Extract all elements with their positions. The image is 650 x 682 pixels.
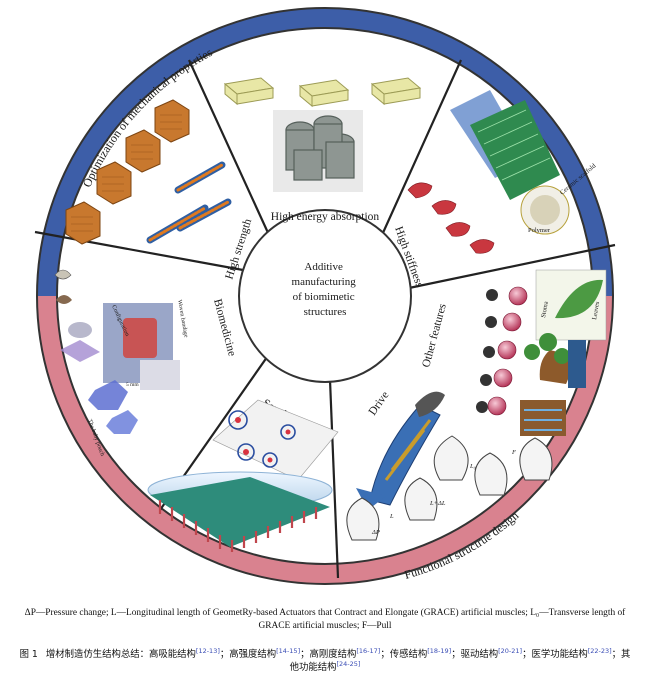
- citation[interactable]: [14-15]: [276, 646, 301, 655]
- citation[interactable]: [18-19]: [427, 646, 452, 655]
- segment-label-high-energy-absorption: High energy absorption: [271, 211, 380, 223]
- figure-caption-part: ；高强度结构: [219, 649, 277, 660]
- biomimetic-structures-diagram: Optimization of mechanical properties Fu…: [34, 7, 616, 585]
- citation[interactable]: [20-21]: [498, 646, 523, 655]
- figure-note: ΔP—Pressure change; L—Longitudinal lengt…: [18, 607, 632, 632]
- label-leaves: Leaves: [591, 301, 601, 321]
- biomedicine-illustration: Configuration Woven bandage The baby pou…: [54, 269, 189, 457]
- label-polymer: Polymer: [528, 227, 551, 234]
- figure-caption-title: 增材制造仿生结构总结：高吸能结构[12-13]；高强度结构[14-15]；高刚度…: [45, 646, 631, 673]
- figure-caption-part: 增材制造仿生结构总结：高吸能结构: [45, 649, 196, 660]
- center-circle: [238, 209, 412, 383]
- drive-label-l0: L₀: [469, 463, 476, 470]
- drive-label-dp: ΔP: [371, 529, 380, 536]
- high-strength-illustration: [65, 99, 232, 245]
- other-features-illustration: Stoma Leaves: [476, 269, 607, 436]
- figure-number: 图 1: [19, 649, 38, 660]
- figure-caption-part: ；其他功能结构: [289, 649, 631, 673]
- drive-label-l-dl: L+ΔL: [429, 500, 446, 507]
- sensing-illustration: [147, 399, 339, 552]
- drive-label-l: L: [389, 513, 394, 520]
- figure-caption-part: ；医学功能结构: [522, 649, 588, 660]
- figure-caption-part: ；驱动结构: [451, 649, 499, 660]
- label-scale: 5 mm: [126, 382, 139, 388]
- citation[interactable]: [12-13]: [195, 646, 220, 655]
- citation[interactable]: [22-23]: [587, 646, 612, 655]
- label-stoma: Stoma: [540, 301, 550, 319]
- outer-ring-bottom: [37, 295, 613, 584]
- high-stiffness-illustration: Polymer Ceramic scaffold: [407, 90, 598, 254]
- outer-ring-outer-edge: [36, 7, 614, 585]
- citation[interactable]: [16-17]: [356, 646, 381, 655]
- figure-note-text: —Pressure change; L—Longitudinal length …: [35, 608, 626, 631]
- figure-caption-part: ；传感结构: [380, 649, 428, 660]
- figure-caption-part: ；高刚度结构: [300, 649, 357, 660]
- center-text: Additive manufacturing of biomimetic str…: [292, 261, 359, 318]
- outer-ring-top: [37, 8, 613, 297]
- citation[interactable]: [24-25]: [336, 659, 361, 668]
- drive-label-f: F: [511, 449, 517, 456]
- drive-illustration: ΔP L L₀ F L+ΔL: [346, 391, 553, 541]
- figure-note-prefix: ΔP: [24, 608, 36, 618]
- high-energy-absorption-illustration: [223, 77, 422, 192]
